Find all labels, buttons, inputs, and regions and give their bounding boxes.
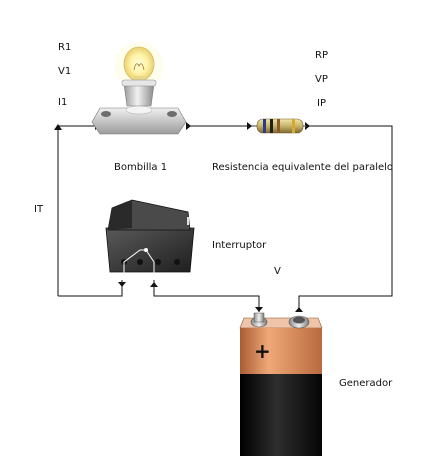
arrow-into-resistor	[247, 122, 252, 130]
light-bulb-icon	[91, 42, 187, 135]
battery-plus-sign: +	[254, 339, 271, 363]
arrow-left-wire	[54, 124, 62, 130]
label-v1: V1	[58, 66, 71, 77]
arrow-switch-in	[118, 282, 126, 287]
arrow-after-resistor	[305, 122, 310, 130]
wire-left-switch	[58, 280, 123, 297]
label-i1: I1	[58, 97, 67, 108]
arrow-after-bulb	[186, 122, 191, 130]
label-generator: Generador	[339, 378, 393, 389]
resistor-icon	[252, 118, 306, 134]
circuit-labels: R1 V1 I1 RP VP IP IT V Bombilla 1 Resist…	[34, 42, 393, 389]
label-it: IT	[34, 204, 44, 215]
label-rp: RP	[315, 50, 328, 61]
label-r1: R1	[58, 42, 71, 53]
label-switch: Interruptor	[212, 240, 267, 251]
label-ip: IP	[317, 98, 326, 109]
label-resistor: Resistencia equivalente del paralelo	[212, 162, 393, 173]
label-v: V	[274, 266, 281, 277]
arrow-switch-out	[150, 282, 158, 287]
rocker-switch-icon[interactable]: I	[105, 199, 195, 280]
label-vp: VP	[315, 74, 328, 85]
circuit-wires	[57, 125, 393, 312]
wire-switch-battery	[153, 280, 260, 312]
battery-icon: +	[239, 312, 323, 456]
arrow-battery-left	[255, 307, 263, 312]
switch-on-mark: I	[186, 215, 190, 228]
wire-top-left	[57, 125, 95, 296]
wire-resistor-right	[298, 125, 393, 312]
arrow-battery-right	[295, 307, 303, 312]
label-bulb: Bombilla 1	[114, 162, 167, 173]
